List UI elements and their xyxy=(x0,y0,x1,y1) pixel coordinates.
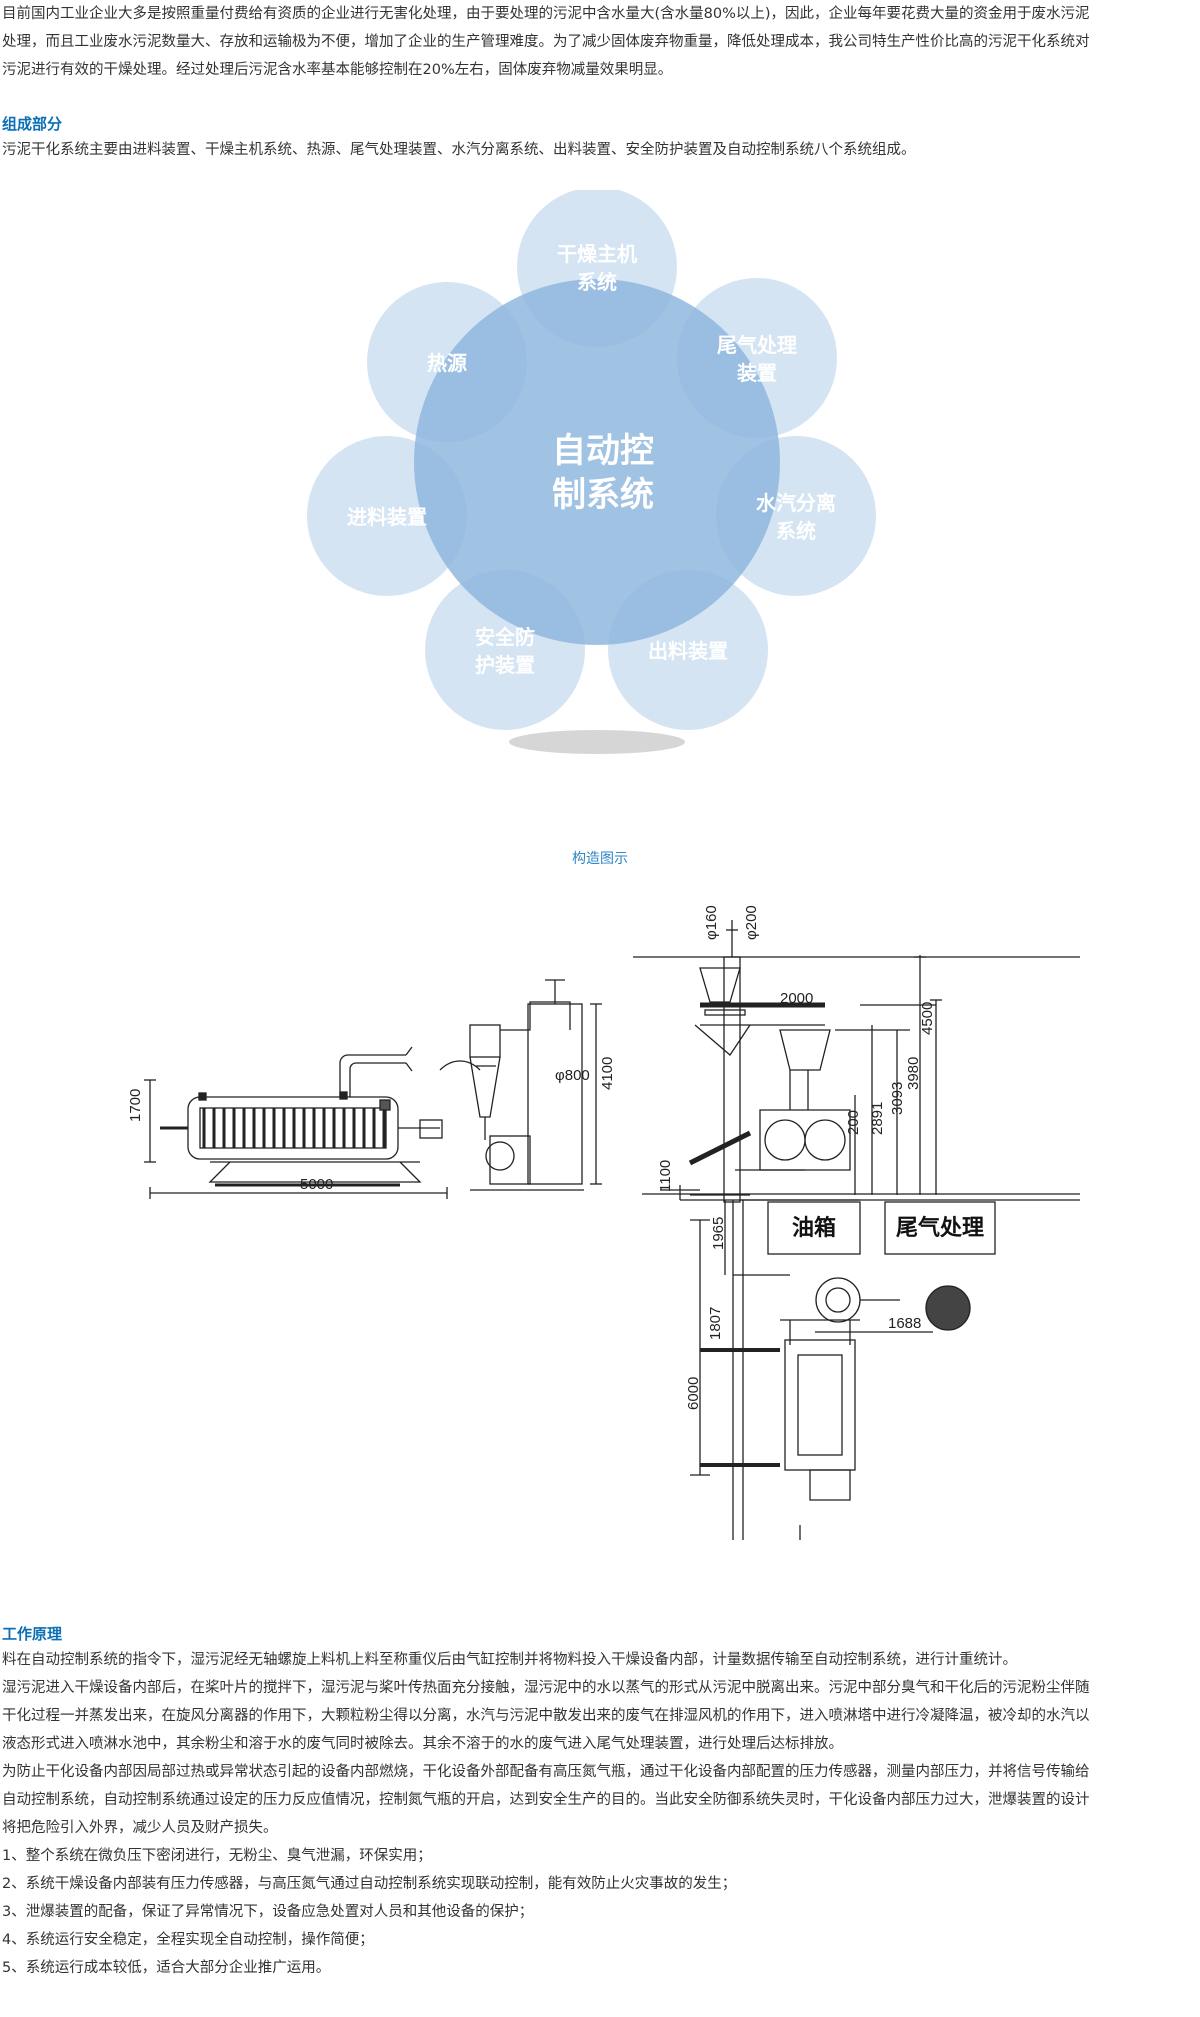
dimension-label: 2891 xyxy=(869,1102,886,1135)
component-box-label: 油箱 xyxy=(792,1215,836,1241)
dimension-label: 4500 xyxy=(919,1002,936,1035)
principle-line: 5、系统运行成本较低，适合大部分企业推广运用。 xyxy=(2,1960,331,1976)
dimension-label: 6000 xyxy=(685,1377,702,1410)
dimension-label: 4100 xyxy=(599,1057,616,1090)
center-label-line-2: 制系统 xyxy=(552,475,654,515)
petal-label: 安全防 xyxy=(475,625,535,649)
principle-line: 4、系统运行安全稳定，全程实现全自动控制，操作简便； xyxy=(2,1932,374,1948)
petal-label: 装置 xyxy=(736,361,777,385)
figure-caption: 构造图示 xyxy=(572,851,628,867)
petal-label: 护装置 xyxy=(475,653,535,677)
center-circle xyxy=(414,279,780,645)
dimension-label: 3093 xyxy=(889,1082,906,1115)
principle-line: 3、泄爆装置的配备，保证了异常情况下，设备应急处置对人员和其他设备的保护； xyxy=(2,1904,534,1920)
plan-view xyxy=(680,1199,1080,1540)
petal-label: 尾气处理 xyxy=(717,333,797,357)
principle-line: 1、整个系统在微负压下密闭进行，无粉尘、臭气泄漏，环保实用； xyxy=(2,1848,432,1864)
dimension-label: 1700 xyxy=(127,1089,144,1122)
petal-label: 水汽分离 xyxy=(756,491,836,515)
petal-label: 进料装置 xyxy=(347,505,427,529)
petal-label: 系统 xyxy=(776,519,816,543)
cyclone-and-tower-view xyxy=(439,979,602,1191)
principle-line: 干化过程一并蒸发出来，在旋风分离器的作用下，大颗粒粉尘得以分离，水汽与污泥中散发… xyxy=(2,1708,1090,1724)
petal-label: 干燥主机 xyxy=(557,242,637,266)
component-box-label: 尾气处理 xyxy=(896,1215,984,1241)
dimension-label: φ160 xyxy=(703,905,720,940)
feeder-elevation-view xyxy=(633,920,1080,1203)
paddle-dryer-view xyxy=(144,1046,448,1199)
dimension-label: φ200 xyxy=(743,905,760,940)
petal-label: 出料装置 xyxy=(648,639,728,663)
principle-line: 液态形式进入喷淋水池中，其余粉尘和溶于水的废气同时被除去。其余不溶于的水的废气进… xyxy=(2,1736,843,1752)
petal-label: 热源 xyxy=(427,351,467,375)
principle-line: 2、系统干燥设备内部装有压力传感器，与高压氮气通过自动控制系统实现联动控制，能有… xyxy=(2,1876,737,1892)
dimension-label: 200 xyxy=(845,1110,862,1135)
dimension-label: 2000 xyxy=(780,990,813,1007)
structure-drawing: 1700 5000 φ800 4100 φ160 φ200 2000 4500 39803093… xyxy=(127,905,1080,1540)
dimension-label: 1807 xyxy=(707,1307,724,1340)
composition-heading: 组成部分 xyxy=(2,115,63,133)
principle-line: 料在自动控制系统的指令下，湿污泥经无轴螺旋上料机上料至称重仪后由气缸控制并将物料… xyxy=(2,1652,1017,1668)
principle-line: 将把危险引入外界，减少人员及财产损失。 xyxy=(2,1820,278,1836)
principle-line: 湿污泥进入干燥设备内部后，在桨叶片的搅拌下，湿污泥与桨叶传热面充分接触，湿污泥中… xyxy=(2,1680,1090,1696)
dimension-label: 1688 xyxy=(888,1315,921,1332)
dimension-label: 5000 xyxy=(300,1176,333,1193)
intro-line-3: 污泥进行有效的干燥处理。经过处理后污泥含水率基本能够控制在20%左右，固体废弃物… xyxy=(2,62,673,78)
dimension-label: 3980 xyxy=(905,1057,922,1090)
dimension-label: 1965 xyxy=(710,1217,727,1250)
intro-line-1: 目前国内工业企业大多是按照重量付费给有资质的企业进行无害化处理，由于要处理的污泥… xyxy=(2,6,1090,22)
intro-line-2: 处理，而且工业废水污泥数量大、存放和运输极为不便，增加了企业的生产管理难度。为了… xyxy=(2,34,1090,50)
principle-line: 自动控制系统，自动控制系统通过设定的压力反应值情况，控制氮气瓶的开启，达到安全生… xyxy=(2,1792,1090,1808)
dimension-label: φ800 xyxy=(555,1067,590,1084)
composition-text: 污泥干化系统主要由进料装置、干燥主机系统、热源、尾气处理装置、水汽分离系统、出料… xyxy=(2,142,916,158)
diagram-shadow xyxy=(509,730,685,754)
system-composition-diagram: 自动控 制系统 干燥主机系统尾气处理装置水汽分离系统出料装置安全防护装置进料装置… xyxy=(307,190,876,754)
principle-heading: 工作原理 xyxy=(2,1625,63,1643)
dimension-label: 1100 xyxy=(657,1160,674,1192)
petal-label: 系统 xyxy=(577,270,617,294)
principle-line: 为防止干化设备内部因局部过热或异常状态引起的设备内部燃烧，干化设备外部配备有高压… xyxy=(2,1764,1090,1780)
center-label-line-1: 自动控 xyxy=(552,431,654,471)
